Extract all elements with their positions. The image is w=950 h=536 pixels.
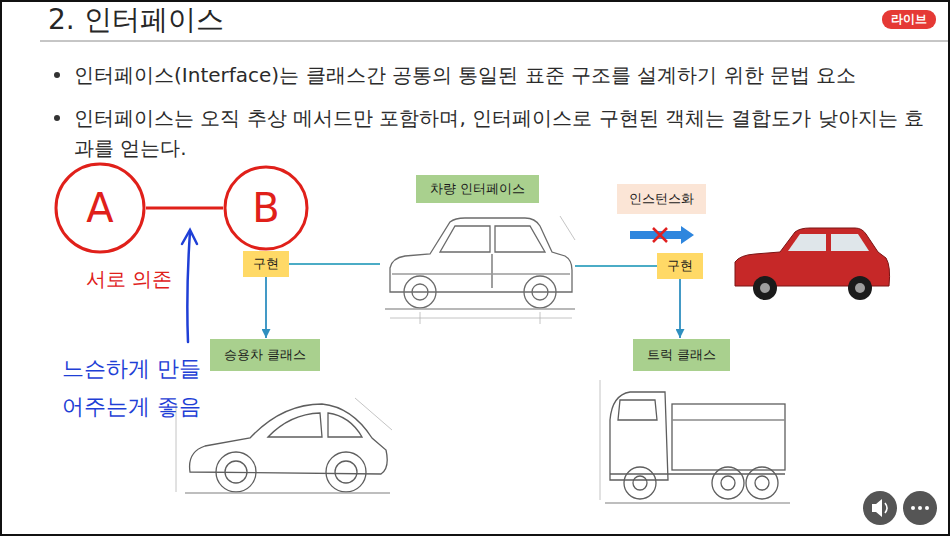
chassis (610, 473, 785, 474)
wheel (746, 467, 778, 499)
dimension-line (185, 492, 390, 493)
circle-stroke (225, 167, 307, 249)
node-text: 트럭 클래스 (647, 347, 716, 362)
coupe-drawing (176, 398, 392, 493)
dimension-tick (420, 312, 421, 324)
door-line (491, 254, 492, 288)
connector (679, 279, 681, 338)
wheel (326, 452, 366, 492)
sketch-circle: B (223, 165, 309, 251)
wheel-hub (335, 461, 357, 483)
handwritten-note: 느슨하게 만들어주는게 좋음 (62, 350, 212, 426)
car-body (390, 218, 572, 292)
node-text: 인스턴스화 (629, 191, 694, 206)
wheel-hub (633, 476, 647, 490)
dimension-line (600, 380, 601, 500)
car-window (788, 234, 826, 251)
truck-bed (672, 404, 785, 470)
dimension-line (560, 216, 575, 240)
instantiation-arrow (630, 226, 694, 244)
more-dot (918, 506, 922, 510)
connector (265, 277, 267, 338)
circle-stroke (56, 164, 144, 252)
dimension-line (605, 502, 790, 503)
sound-button (863, 491, 897, 525)
connector (289, 263, 380, 265)
arrow-shape (630, 226, 694, 244)
live-badge: 라이브 (882, 10, 936, 29)
bullet-list: 인터페이스(Interface)는 클래스간 공통의 통일된 표준 구조를 설계… (50, 60, 943, 176)
leader-line (187, 232, 190, 342)
dimension-line (390, 318, 572, 319)
car-window (268, 413, 322, 437)
wheel (624, 467, 656, 499)
handwritten-note: 서로 의존 (86, 266, 172, 292)
red-car (735, 228, 890, 300)
truck-window (618, 400, 657, 420)
slide-title: 2. 인터페이스 (48, 3, 224, 37)
title-rule (40, 41, 950, 42)
bullet-dot (54, 115, 60, 121)
bullet-item: 인터페이스(Interface)는 클래스간 공통의 통일된 표준 구조를 설계… (50, 60, 943, 90)
leader-head (182, 230, 197, 244)
wheel-hub (721, 476, 735, 490)
node-text: A (86, 186, 113, 230)
class-box: 트럭 클래스 (633, 339, 730, 371)
connector (575, 265, 657, 267)
player-controls (863, 491, 937, 525)
bed-rib (672, 419, 785, 420)
ground-line (385, 308, 575, 309)
node-text: 구현 (667, 258, 693, 273)
node-text: 라이브 (891, 12, 927, 26)
bullet-text: 인터페이스는 오직 추상 메서드만 포함하며, 인터페이스로 구현된 객체는 결… (74, 103, 943, 163)
bullet-text: 인터페이스(Interface)는 클래스간 공통의 통일된 표준 구조를 설계… (74, 60, 856, 90)
process-box: 구현 (243, 251, 289, 277)
wheel (712, 467, 744, 499)
wheel-hub (412, 284, 428, 300)
process-box: 인스턴스화 (617, 184, 706, 214)
wheel (404, 276, 436, 308)
wheel-hub (755, 476, 769, 490)
car-window (328, 413, 362, 437)
body-line (392, 273, 570, 274)
speaker-icon (872, 499, 882, 517)
process-box: 구현 (657, 253, 703, 279)
wheel (216, 452, 256, 492)
bullet-item: 인터페이스는 오직 추상 메서드만 포함하며, 인터페이스로 구현된 객체는 결… (50, 103, 943, 163)
node-text: B (252, 186, 279, 230)
node-text: 구현 (253, 256, 279, 271)
dimension-tick (540, 312, 541, 324)
truck-drawing (600, 380, 790, 503)
leader-arrow (182, 230, 197, 342)
car-body (735, 228, 890, 286)
wheel (753, 276, 777, 300)
wheel (524, 276, 556, 308)
car-body (190, 404, 388, 474)
connector (146, 207, 223, 210)
wheel-hub (760, 283, 770, 293)
car-window (440, 226, 490, 252)
node-text: 차량 인터페이스 (416, 175, 539, 203)
wheel-hub (225, 461, 247, 483)
car-window (831, 234, 869, 251)
cross-mark (653, 228, 667, 242)
wheel (848, 276, 872, 300)
sketch-circle: A (54, 162, 146, 254)
node-text: 승용차 클래스 (224, 347, 306, 362)
bullet-dot (54, 72, 60, 78)
wheel-hub (532, 284, 548, 300)
class-box: 승용차 클래스 (210, 339, 320, 371)
more-dot (925, 506, 929, 510)
wheel-hub (855, 283, 865, 293)
speaker-wave (885, 503, 887, 513)
interface-group: 차량 인터페이스 (380, 175, 575, 325)
car-window (495, 226, 545, 252)
more-dot (911, 506, 915, 510)
dimension-line (355, 398, 392, 430)
sedan-drawing (385, 216, 575, 324)
more-button (903, 491, 937, 525)
